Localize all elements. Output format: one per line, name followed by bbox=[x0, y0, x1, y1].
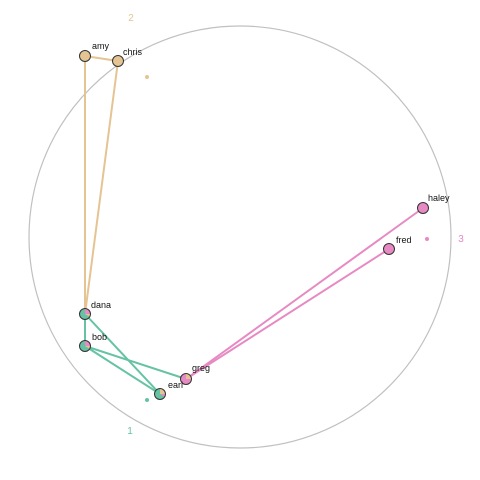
node-chris-label: chris bbox=[123, 47, 143, 57]
node-bob-wedge-b bbox=[85, 346, 91, 349]
group-2-centroid-dot bbox=[145, 75, 149, 79]
node-bob-label: bob bbox=[92, 332, 107, 342]
group-3-centroid-dot bbox=[425, 237, 429, 241]
node-fred-disc bbox=[383, 243, 395, 255]
node-earl[interactable]: earl bbox=[154, 380, 184, 400]
group-1-centroid-dot bbox=[145, 398, 149, 402]
node-haley-outline bbox=[417, 202, 429, 214]
group-labels-layer: 1 2 3 bbox=[127, 13, 464, 437]
node-bob-wedge-a bbox=[85, 340, 91, 346]
node-greg[interactable]: greg bbox=[180, 363, 211, 385]
group-centroids-layer bbox=[145, 75, 429, 402]
node-haley[interactable]: haley bbox=[417, 193, 451, 214]
node-amy-disc bbox=[79, 50, 91, 62]
node-dana-wedge-b bbox=[85, 314, 91, 317]
node-bob[interactable]: bob bbox=[79, 332, 108, 352]
edge-bob-greg bbox=[84, 345, 187, 380]
node-chris[interactable]: chris bbox=[112, 47, 143, 67]
node-greg-label: greg bbox=[192, 363, 210, 373]
node-earl-outline bbox=[154, 388, 166, 400]
node-greg-outline bbox=[180, 373, 192, 385]
node-haley-disc bbox=[417, 202, 429, 214]
node-fred[interactable]: fred bbox=[383, 235, 412, 255]
node-dana-outline bbox=[79, 308, 91, 320]
node-amy-outline bbox=[79, 50, 91, 62]
node-greg-wedge-a bbox=[186, 373, 192, 379]
group-2-label: 2 bbox=[128, 13, 134, 24]
node-dana[interactable]: dana bbox=[79, 300, 112, 320]
node-bob-outline bbox=[79, 340, 91, 352]
node-earl-label: earl bbox=[168, 380, 183, 390]
edge-greg-haley bbox=[185, 207, 424, 380]
node-earl-wedge-b bbox=[160, 394, 166, 397]
node-amy-label: amy bbox=[92, 41, 110, 51]
node-chris-outline bbox=[112, 55, 124, 67]
node-fred-outline bbox=[383, 243, 395, 255]
edges-layer bbox=[84, 55, 424, 395]
node-amy[interactable]: amy bbox=[79, 41, 110, 62]
node-fred-label: fred bbox=[396, 235, 412, 245]
node-greg-wedge-b bbox=[186, 379, 192, 382]
group-1-label: 1 bbox=[127, 426, 133, 437]
edge-greg-fred bbox=[185, 248, 390, 380]
node-chris-disc bbox=[112, 55, 124, 67]
enclosing-circle bbox=[28, 25, 452, 449]
node-haley-label: haley bbox=[428, 193, 450, 203]
node-dana-wedge-a bbox=[85, 308, 91, 314]
edge-chris-dana bbox=[84, 60, 119, 315]
edge-bob-earl bbox=[84, 345, 161, 395]
node-earl-wedge-a bbox=[160, 388, 166, 394]
nodes-layer: amy chris dana bob greg earl haley fred bbox=[79, 41, 451, 400]
node-dana-label: dana bbox=[91, 300, 111, 310]
edge-dana-earl bbox=[84, 313, 161, 395]
group-3-label: 3 bbox=[458, 234, 464, 245]
